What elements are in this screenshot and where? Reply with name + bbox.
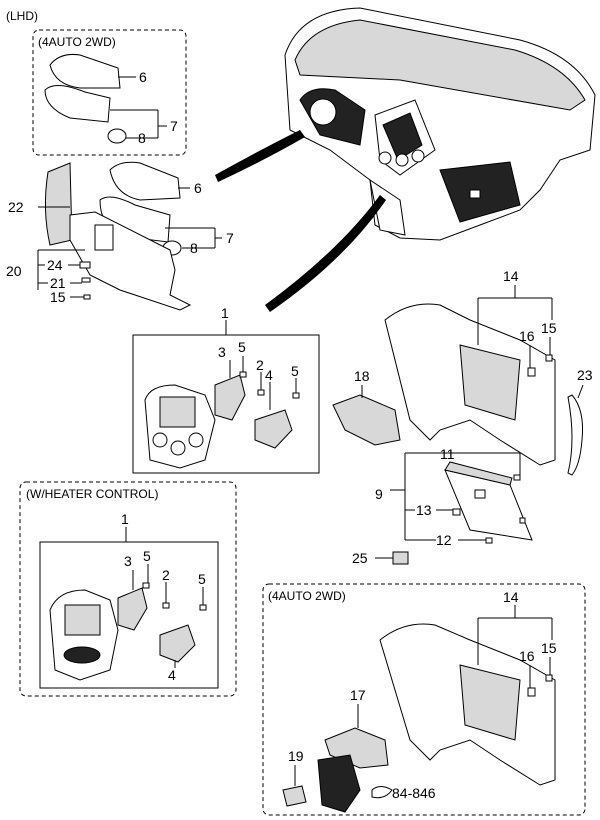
callout-5: 5 [143, 548, 151, 564]
callout-14: 14 [503, 589, 519, 605]
callout-14: 14 [503, 268, 519, 284]
callout-8: 8 [190, 240, 198, 256]
callout-16: 16 [519, 648, 535, 664]
callout-84-846: 84-846 [392, 785, 436, 801]
callout-16: 16 [519, 328, 535, 344]
part-25 [392, 551, 409, 565]
box-heater-control [19, 481, 237, 697]
callout-4: 4 [168, 667, 176, 683]
callout-2: 2 [162, 567, 170, 583]
callout-1: 1 [121, 511, 129, 527]
callout-5: 5 [198, 571, 206, 587]
crash-pad-4auto [282, 623, 556, 813]
callout-21: 21 [50, 275, 66, 291]
caption-lhd: (LHD) [6, 9, 38, 23]
callout-15: 15 [541, 640, 557, 656]
callout-12: 12 [436, 532, 452, 548]
callout-5: 5 [291, 363, 299, 379]
callout-13: 13 [416, 502, 432, 518]
callout-24: 24 [47, 257, 63, 273]
callout-2: 2 [256, 357, 264, 373]
callout-5: 5 [238, 339, 246, 355]
callout-20: 20 [6, 263, 22, 279]
callout-17: 17 [350, 687, 366, 703]
caption-4auto-bottom: (4AUTO 2WD) [268, 589, 346, 603]
callout-1: 1 [221, 305, 229, 321]
callout-15: 15 [541, 320, 557, 336]
dashboard-assembly [284, 7, 596, 241]
leader-wedge-1 [215, 130, 305, 182]
lower-panel-group [44, 161, 192, 311]
callout-18: 18 [354, 368, 370, 384]
box-4auto-bottom [262, 583, 586, 816]
steering-column-cover-top [44, 54, 127, 144]
callout-23: 23 [577, 367, 593, 383]
box-4auto-top [32, 29, 187, 156]
callout-8: 8 [138, 130, 146, 146]
callout-7: 7 [170, 118, 178, 134]
callout-15: 15 [50, 289, 66, 305]
callout-11: 11 [440, 446, 455, 462]
caption-4auto-top: (4AUTO 2WD) [38, 35, 116, 49]
caption-heater-control: (W/HEATER CONTROL) [26, 487, 158, 501]
callout-3: 3 [218, 344, 226, 360]
callout-3: 3 [124, 553, 132, 569]
callout-22: 22 [8, 199, 24, 215]
heater-pod-parts [49, 582, 207, 681]
callout-7: 7 [226, 230, 234, 246]
callout-25: 25 [352, 550, 368, 566]
callout-6: 6 [139, 69, 147, 85]
callout-6: 6 [194, 180, 202, 196]
callout-4: 4 [265, 367, 273, 383]
leader-wedge-2 [265, 195, 386, 312]
callout-19: 19 [288, 748, 304, 764]
crash-pad-lower-right [332, 303, 583, 476]
glove-box [444, 461, 533, 544]
center-pod-parts [144, 371, 300, 469]
callout-9: 9 [375, 486, 383, 502]
